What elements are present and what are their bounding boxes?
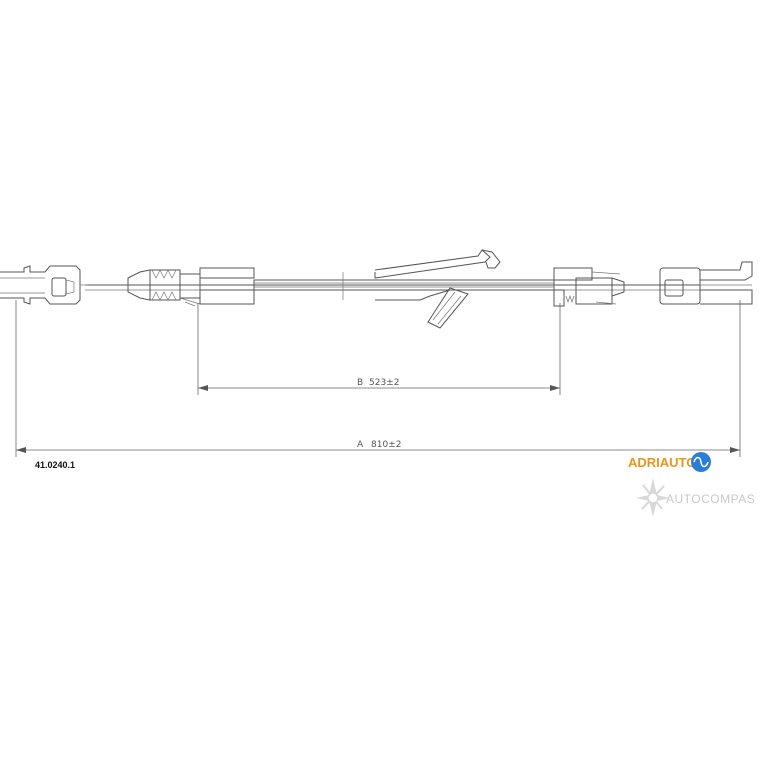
part-number: 41.0240.1 xyxy=(35,460,75,470)
right-eyelet-end xyxy=(659,261,753,305)
dimension-a-label: A xyxy=(357,440,364,450)
dimension-a: A 810±2 xyxy=(15,300,741,457)
dimension-a-value: 810±2 xyxy=(371,440,401,450)
autocompas-watermark: AUTOCOMPAS xyxy=(636,478,755,517)
autocompas-watermark-text: AUTOCOMPAS xyxy=(666,492,755,506)
left-ferrule xyxy=(127,267,255,307)
adriauto-logo: ADRIAUTO xyxy=(628,452,711,472)
adriauto-logo-text: ADRIAUTO xyxy=(628,455,696,470)
dimension-b: B 523±2 xyxy=(197,303,561,395)
cable-core xyxy=(85,284,700,291)
dimension-b-value: 523±2 xyxy=(369,378,399,388)
right-ferrule xyxy=(553,267,625,307)
left-eyelet-end xyxy=(0,265,88,305)
mounting-bracket xyxy=(374,249,501,329)
outer-sheath xyxy=(253,272,555,300)
compass-star-icon xyxy=(636,478,670,517)
dimension-b-label: B xyxy=(357,378,363,388)
